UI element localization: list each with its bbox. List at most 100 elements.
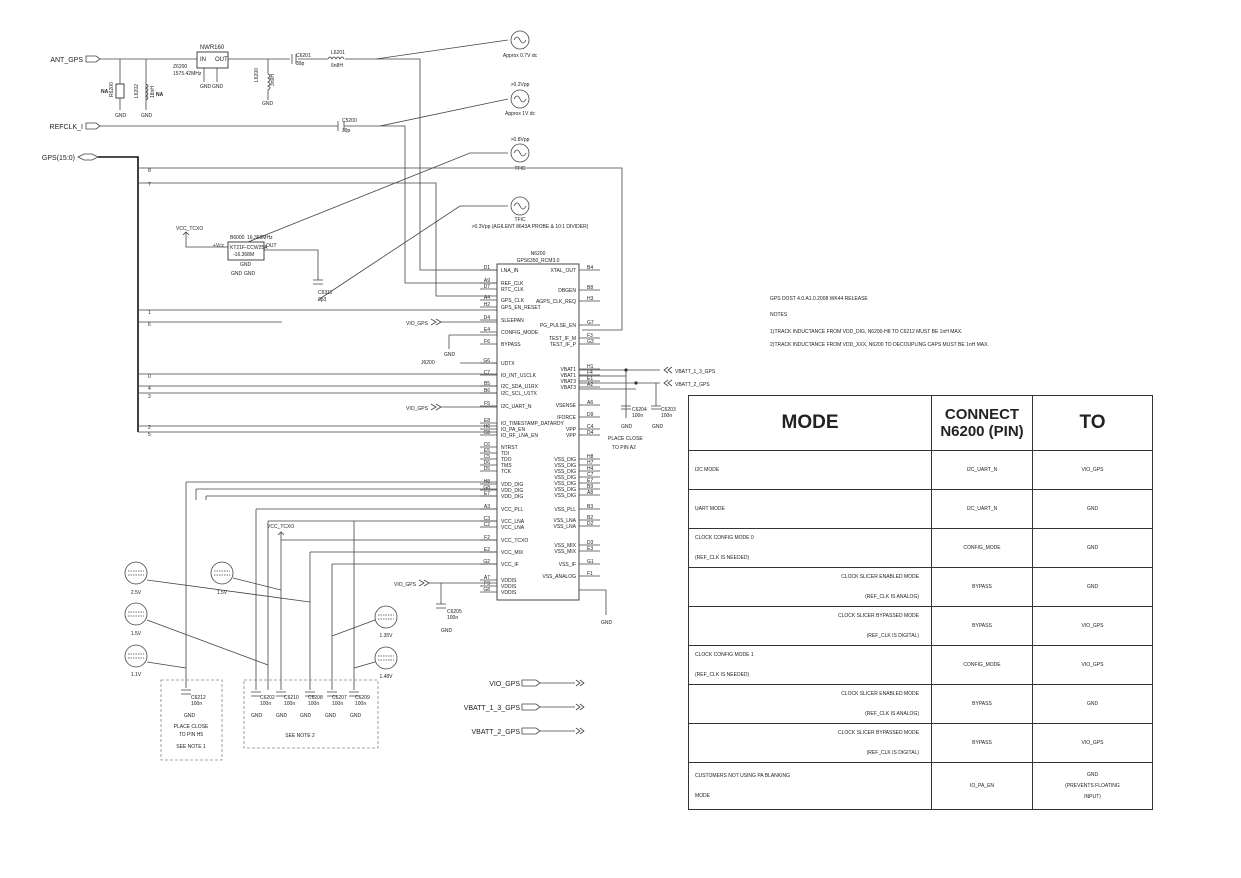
ic-pin-name: REF_CLK [501, 281, 524, 287]
ic-pin-name: VBAT1 [561, 367, 577, 373]
svg-text:GND: GND [251, 713, 263, 719]
svg-text:6n8H: 6n8H [331, 63, 343, 69]
mode-cell: CLOCK SLICER BYPASSED MODE (REF_CLK IS DI… [688, 723, 932, 763]
mode-table-row: CLOCK CONFIG MODE 1(REF_CLK IS NEEDED)CO… [688, 645, 1153, 685]
port-vbatt2-in[interactable]: VBATT_2_GPS [663, 379, 710, 388]
ic-pin-number: D9 [587, 412, 594, 418]
mode-text: CLOCK SLICER BYPASSED MODE [837, 730, 919, 736]
svg-text:C6207: C6207 [332, 695, 347, 701]
ic-pin-number: B3 [587, 504, 593, 510]
svg-text:C6209: C6209 [355, 695, 370, 701]
ic-pin-name: VBAT3 [561, 379, 577, 385]
ic-pin-name: VSS_IF [559, 562, 576, 568]
port-vbatt2-out[interactable]: VBATT_2_GPS [471, 727, 585, 736]
svg-text:L6201: L6201 [331, 50, 345, 56]
ic-pin-number: B9 [587, 484, 593, 490]
port-refclk[interactable]: REFCLK_I [50, 122, 101, 131]
svg-text:NWR160: NWR160 [200, 45, 225, 51]
port-vbatt13-out[interactable]: VBATT_1_3_GPS [464, 703, 585, 712]
svg-text:GND: GND [240, 262, 252, 268]
pin-cell: CONFIG_MODE [931, 528, 1033, 568]
mode-cell: CLOCK SLICER BYPASSED MODE(REF_CLK IS DI… [688, 606, 932, 646]
ic-pin-name: BYPASS [501, 342, 521, 348]
input-passives: C6201 39p L6201 6n8H L6200 3n9H GND R620… [101, 50, 357, 134]
mode-text: CLOCK CONFIG MODE 0 [695, 535, 754, 541]
ic-pin-name: VSS_DIG [554, 463, 576, 469]
mode-table-header: MODE CONNECT N6200 (PIN) TO [688, 395, 1153, 451]
svg-text:+Vcc: +Vcc [213, 243, 225, 249]
port-vbatt13-in[interactable]: VBATT_1_3_GPS [663, 366, 716, 375]
ic-pin-number: C6 [484, 442, 491, 448]
svg-text:C6204: C6204 [632, 407, 647, 413]
port-vio-out[interactable]: VIO_GPS [489, 679, 585, 688]
pin-cell: CONFIG_MODE [931, 645, 1033, 685]
ic-pin-name: VSS_DIG [554, 475, 576, 481]
svg-text:Z6200: Z6200 [173, 64, 187, 70]
header-connect: CONNECT N6200 (PIN) [931, 395, 1033, 451]
svg-text:GPS6350_RCM3.0: GPS6350_RCM3.0 [517, 258, 560, 264]
bus-tap-labels: 8 7 1 6 0 4 3 2 5 [148, 168, 151, 438]
svg-text:7: 7 [148, 182, 151, 188]
ic-pin-name: VDDIS [501, 578, 517, 584]
mode-subtext: (REF_CLK IS DIGITAL) [866, 750, 919, 756]
ic-pin-name: VCC_MIX [501, 550, 524, 556]
ic-pin-number: G7 [587, 320, 594, 326]
svg-text:C6201: C6201 [296, 53, 311, 59]
ic-pin-number: D4 [587, 430, 594, 436]
meter-5: 1.35V [374, 605, 398, 639]
ic-pin-name: IO_RF_LNA_EN [501, 433, 538, 439]
ic-pin-name: VCC_TCXO [501, 538, 528, 544]
ic-pin-name: NTRST [501, 445, 518, 451]
svg-text:NA: NA [101, 89, 109, 95]
svg-text:GND: GND [115, 113, 127, 119]
port-gps-bus[interactable]: GPS(15:0) [42, 153, 99, 162]
ic-pin-name: SLEEPAN [501, 318, 524, 324]
ic-pin-name: UDTX [501, 361, 515, 367]
ic-pin-name: VSS_MIX [554, 543, 576, 549]
svg-text:SEE NOTE 1: SEE NOTE 1 [176, 744, 206, 750]
ic-pin-name: VSS_DIG [554, 493, 576, 499]
ic-pin-name: I2C_SDA_U1RX [501, 384, 539, 390]
mode-subtext: (REF_CLK IS NEEDED) [695, 555, 750, 561]
pin-cell: BYPASS [931, 567, 1033, 607]
notes: GPS DOST 4.0.A1.0.2008 WK44 RELEASE NOTE… [770, 296, 989, 348]
ic-pin-number: F1 [587, 571, 593, 577]
ic-pin-number: D1 [484, 265, 491, 271]
svg-text:>0.2Vpp: >0.2Vpp [511, 82, 530, 88]
ic-pin-name: VSS_ANALOG [542, 574, 576, 580]
to-cell: GND [1032, 489, 1153, 529]
ic-pin-name: XTAL_OUT [551, 268, 576, 274]
ic-pin-name: GPS_EN_RESET [501, 305, 541, 311]
ic-pin-number: D6 [484, 460, 491, 466]
svg-text:VBATT_1_3_GPS: VBATT_1_3_GPS [464, 705, 521, 712]
ic-pin-number: B2 [587, 515, 593, 521]
ic-pin-number: E7 [484, 491, 490, 497]
svg-text:GND: GND [444, 352, 456, 358]
ic-pin-number: G6 [483, 358, 490, 364]
ic-pin-name: VSS_DIG [554, 481, 576, 487]
port-gps-bus-label: GPS(15:0) [42, 155, 75, 162]
meter-2: 1.5V [124, 602, 148, 637]
svg-text:16.368MHz: 16.368MHz [247, 235, 273, 241]
meter-1: 2.5V [124, 561, 148, 596]
svg-text:GND: GND [621, 424, 633, 430]
pin-cell: IO_PA_EN [931, 762, 1033, 810]
svg-text:GND: GND [350, 713, 362, 719]
ic-pin-name: VSS_LNA [553, 518, 576, 524]
mode-subtext: (REF_CLK IS ANALOG) [865, 711, 919, 717]
svg-text:TFIC: TFIC [514, 166, 525, 172]
port-ant-gps[interactable]: ANT_GPS [50, 55, 101, 64]
svg-text:100n: 100n [191, 701, 202, 707]
mode-subtext: (REF_CLK IS NEEDED) [695, 672, 750, 678]
ic-pin-name: I2C_UART_N [501, 404, 532, 410]
ic-pin-number: F9 [484, 581, 490, 587]
mode-subtext: (REF_CLK IS ANALOG) [865, 594, 919, 600]
ic-pin-number: H7 [587, 460, 594, 466]
svg-text:VIO_GPS: VIO_GPS [406, 406, 429, 412]
svg-text:3: 3 [148, 394, 151, 400]
mode-cell: I2C MODE [688, 450, 932, 490]
ic-right-pins: B4XTAL_OUTB8DBGENH3AGPS_CLK_REQG7PG_PULS… [536, 265, 600, 580]
pin-cell: I2C_UART_N [931, 489, 1033, 529]
